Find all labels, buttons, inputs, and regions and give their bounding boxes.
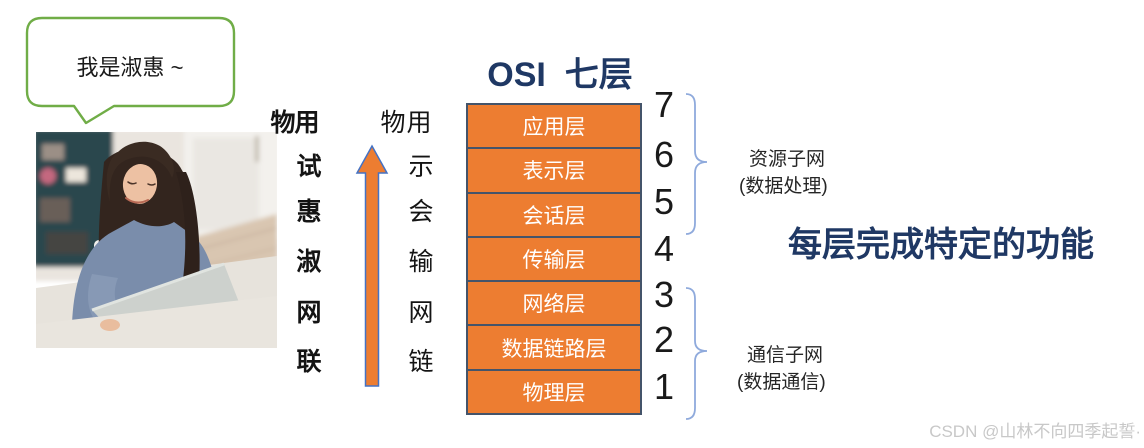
speech-bubble-text: 我是淑惠 ~	[76, 55, 184, 80]
layer-box-application: 应用层	[466, 103, 642, 150]
mnemonic-char: 输	[408, 248, 434, 276]
mnemonic-char: 联	[296, 348, 322, 376]
mnemonic-char: 网	[408, 299, 434, 327]
layer-label: 应用层	[522, 116, 586, 140]
mnemonic-char: 网	[296, 299, 322, 327]
osi-layer-stack: 应用层 表示层 会话层 传输层 网络层 数据链路层 物理层	[466, 103, 642, 416]
communication-subnet-line2: (数据通信)	[737, 372, 826, 393]
layer-number: 7	[653, 84, 675, 125]
mnemonic-char: 链	[408, 348, 434, 376]
csdn-watermark: CSDN @山林不向四季起誓·	[929, 422, 1141, 441]
layer-box-session: 会话层	[466, 191, 642, 238]
layer-number: 3	[653, 274, 675, 315]
layer-number: 6	[653, 134, 675, 175]
layer-box-transport: 传输层	[466, 235, 642, 283]
mnemonic-char: 物	[270, 109, 296, 137]
layer-label: 网络层	[522, 293, 586, 317]
layer-label: 物理层	[522, 381, 586, 405]
resource-subnet-line2: (数据处理)	[739, 176, 828, 197]
layer-box-network: 网络层	[466, 280, 642, 327]
communication-subnet-label: 通信子网 (数据通信)	[737, 342, 826, 396]
communication-subnet-line1: 通信子网	[747, 345, 824, 366]
layer-number: 1	[653, 366, 675, 407]
woman-laptop-photo	[36, 132, 277, 348]
resource-subnet-line1: 资源子网	[749, 149, 826, 170]
mnemonic-char: 会	[408, 198, 434, 226]
layer-box-datalink: 数据链路层	[466, 324, 642, 371]
bottom-brace	[685, 287, 708, 420]
layer-label: 表示层	[522, 160, 586, 184]
layer-number: 4	[653, 228, 675, 269]
page-title: OSI 七层	[487, 56, 633, 94]
mnemonic-char: 试	[296, 153, 322, 181]
mnemonic-char: 物	[380, 109, 406, 137]
layer-box-presentation: 表示层	[466, 147, 642, 194]
mnemonic-char: 惠	[296, 198, 322, 226]
mnemonic-char: 淑	[296, 248, 322, 276]
upward-arrow-icon	[355, 144, 389, 387]
layer-box-physical: 物理层	[466, 368, 642, 416]
layer-label: 数据链路层	[501, 337, 607, 361]
mnemonic-char: 用	[406, 109, 432, 137]
layer-label: 会话层	[522, 204, 586, 228]
resource-subnet-label: 资源子网 (数据处理)	[739, 146, 828, 200]
layer-number: 2	[653, 319, 675, 360]
layer-label: 传输层	[522, 249, 586, 273]
mnemonic-char: 用	[294, 109, 320, 137]
speech-bubble	[25, 16, 236, 125]
top-brace	[685, 93, 708, 235]
mnemonic-char: 示	[408, 153, 434, 181]
callout-text: 每层完成特定的功能	[788, 226, 1094, 264]
layer-number: 5	[653, 181, 675, 222]
